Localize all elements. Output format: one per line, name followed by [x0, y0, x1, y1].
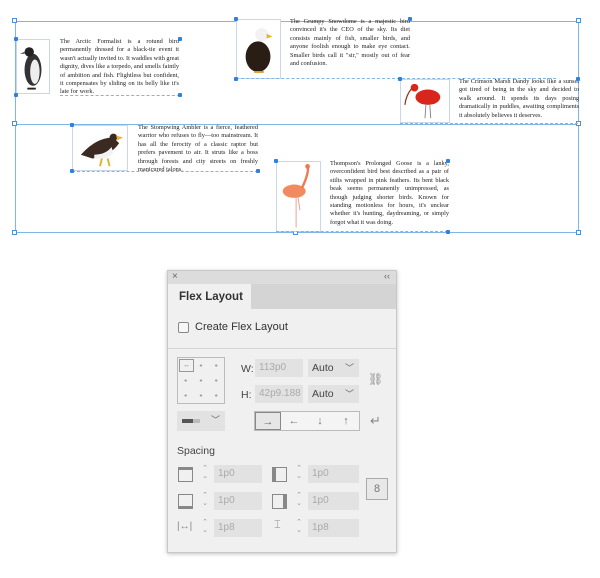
padding-top-input[interactable]: 1p0 [214, 465, 262, 483]
row-gap-input[interactable]: 1p8 [308, 519, 359, 537]
height-mode-select[interactable]: Auto ﹀ [308, 385, 359, 403]
frame-middle-edge [15, 124, 578, 125]
anchor-point[interactable] [256, 169, 260, 173]
bald-eagle-image[interactable] [236, 19, 281, 79]
chevron-down-icon: ﹀ [210, 415, 220, 425]
penguin-image[interactable] [16, 39, 50, 94]
frame-top-edge [15, 21, 578, 22]
width-mode-select[interactable]: Auto ﹀ [308, 359, 359, 377]
collapse-button[interactable]: ‹‹ [384, 271, 390, 281]
column-gap-stepper[interactable]: ⌃⌄ [202, 519, 208, 534]
width-label: W: [241, 363, 254, 375]
padding-top-icon [178, 467, 193, 482]
panel-header: × ‹‹ [168, 271, 396, 284]
anchor-point[interactable] [234, 17, 238, 21]
selection-handle[interactable] [576, 18, 581, 23]
row-gap-stepper[interactable]: ⌃⌄ [296, 519, 302, 534]
create-flex-layout-label[interactable]: Create Flex Layout [195, 321, 288, 333]
anchor-point[interactable] [234, 77, 238, 81]
stellers-sea-eagle-text[interactable]: The Stompwing Ambler is a fierce, feathe… [138, 124, 258, 174]
close-button[interactable]: × [172, 271, 178, 282]
flamingo-text[interactable]: Thompson's Prolonged Goose is a lanky, o… [330, 160, 449, 226]
anchor-point[interactable] [178, 93, 182, 97]
column-gap-input[interactable]: 1p8 [214, 519, 262, 537]
textframe-bottom [72, 171, 258, 172]
anchor-point[interactable] [14, 93, 18, 97]
selection-handle[interactable] [576, 230, 581, 235]
selection-handle[interactable] [12, 18, 17, 23]
padding-bottom-stepper[interactable]: ⌃⌄ [202, 492, 208, 507]
height-input[interactable]: 42p9.188 [255, 385, 303, 403]
unlink-constrain-icon[interactable]: ⛓ [368, 372, 384, 386]
textframe-bottom [276, 231, 448, 232]
create-flex-layout-checkbox[interactable] [178, 322, 189, 333]
wrap-icon[interactable]: ↵ [370, 413, 381, 428]
link-spacing-button[interactable]: 8 [366, 478, 388, 500]
tab-flex-layout[interactable]: Flex Layout [168, 284, 251, 309]
padding-bottom-input[interactable]: 1p0 [214, 492, 262, 510]
tab-bar: Flex Layout [168, 284, 396, 309]
padding-bottom-icon [178, 494, 193, 509]
padding-right-stepper[interactable]: ⌃⌄ [296, 492, 302, 507]
divider [168, 348, 396, 349]
padding-left-stepper[interactable]: ⌃⌄ [296, 465, 302, 480]
bald-eagle-text[interactable]: The Grumpy Snowdome is a majestic bird c… [290, 18, 410, 68]
height-mode-value: Auto [312, 388, 334, 400]
direction-left-button[interactable]: ← [288, 415, 300, 427]
column-gap-icon: |↔| [177, 521, 193, 532]
anchor-point[interactable] [274, 159, 278, 163]
direction-up-button[interactable]: ↑ [343, 415, 349, 427]
padding-left-icon [272, 467, 287, 482]
anchor-point[interactable] [178, 37, 182, 41]
direction-down-button[interactable]: ↓ [317, 415, 323, 427]
chevron-down-icon: ﹀ [344, 389, 354, 399]
anchor-point[interactable] [446, 159, 450, 163]
padding-right-icon [272, 494, 287, 509]
textframe-bottom [60, 95, 180, 96]
flamingo-image[interactable] [276, 161, 321, 232]
frame-left-edge [15, 21, 16, 232]
width-input[interactable]: 113p0 [255, 359, 303, 377]
anchor-point[interactable] [70, 169, 74, 173]
anchor-point[interactable] [446, 230, 450, 234]
selection-handle[interactable] [12, 230, 17, 235]
padding-right-input[interactable]: 1p0 [308, 492, 359, 510]
anchor-point[interactable] [576, 77, 580, 81]
padding-top-stepper[interactable]: ⌃⌄ [202, 465, 208, 480]
anchor-point[interactable] [408, 17, 412, 21]
distribution-icon [182, 419, 200, 423]
scarlet-ibis-text[interactable]: The Crimson Marsh Dandy looks like a sun… [459, 78, 579, 119]
direction-right-button[interactable]: → [255, 412, 281, 430]
alignment-grid[interactable]: ↔ [177, 357, 225, 404]
anchor-point[interactable] [398, 77, 402, 81]
width-mode-value: Auto [312, 362, 334, 374]
textframe-bottom [400, 123, 578, 124]
anchor-point[interactable] [14, 37, 18, 41]
padding-left-input[interactable]: 1p0 [308, 465, 359, 483]
row-gap-icon: ⌶ [274, 519, 281, 531]
anchor-point[interactable] [70, 123, 74, 127]
spacing-label: Spacing [177, 445, 215, 457]
textframe-bottom [236, 78, 556, 79]
height-label: H: [241, 389, 252, 401]
distribution-select[interactable]: ﹀ [177, 411, 225, 431]
flex-layout-panel: × ‹‹ Flex Layout Create Flex Layout ↔ W:… [167, 270, 397, 553]
selection-handle[interactable] [12, 121, 17, 126]
penguin-text[interactable]: The Arctic Formalist is a rotund bird pe… [60, 38, 179, 96]
chevron-down-icon: ﹀ [344, 363, 354, 373]
stellers-sea-eagle-image[interactable] [72, 125, 128, 171]
frame-right-edge [578, 21, 579, 232]
direction-group: → ← ↓ ↑ [254, 411, 360, 431]
alignment-top-left-selected[interactable]: ↔ [179, 359, 194, 372]
scarlet-ibis-image[interactable] [400, 79, 450, 123]
